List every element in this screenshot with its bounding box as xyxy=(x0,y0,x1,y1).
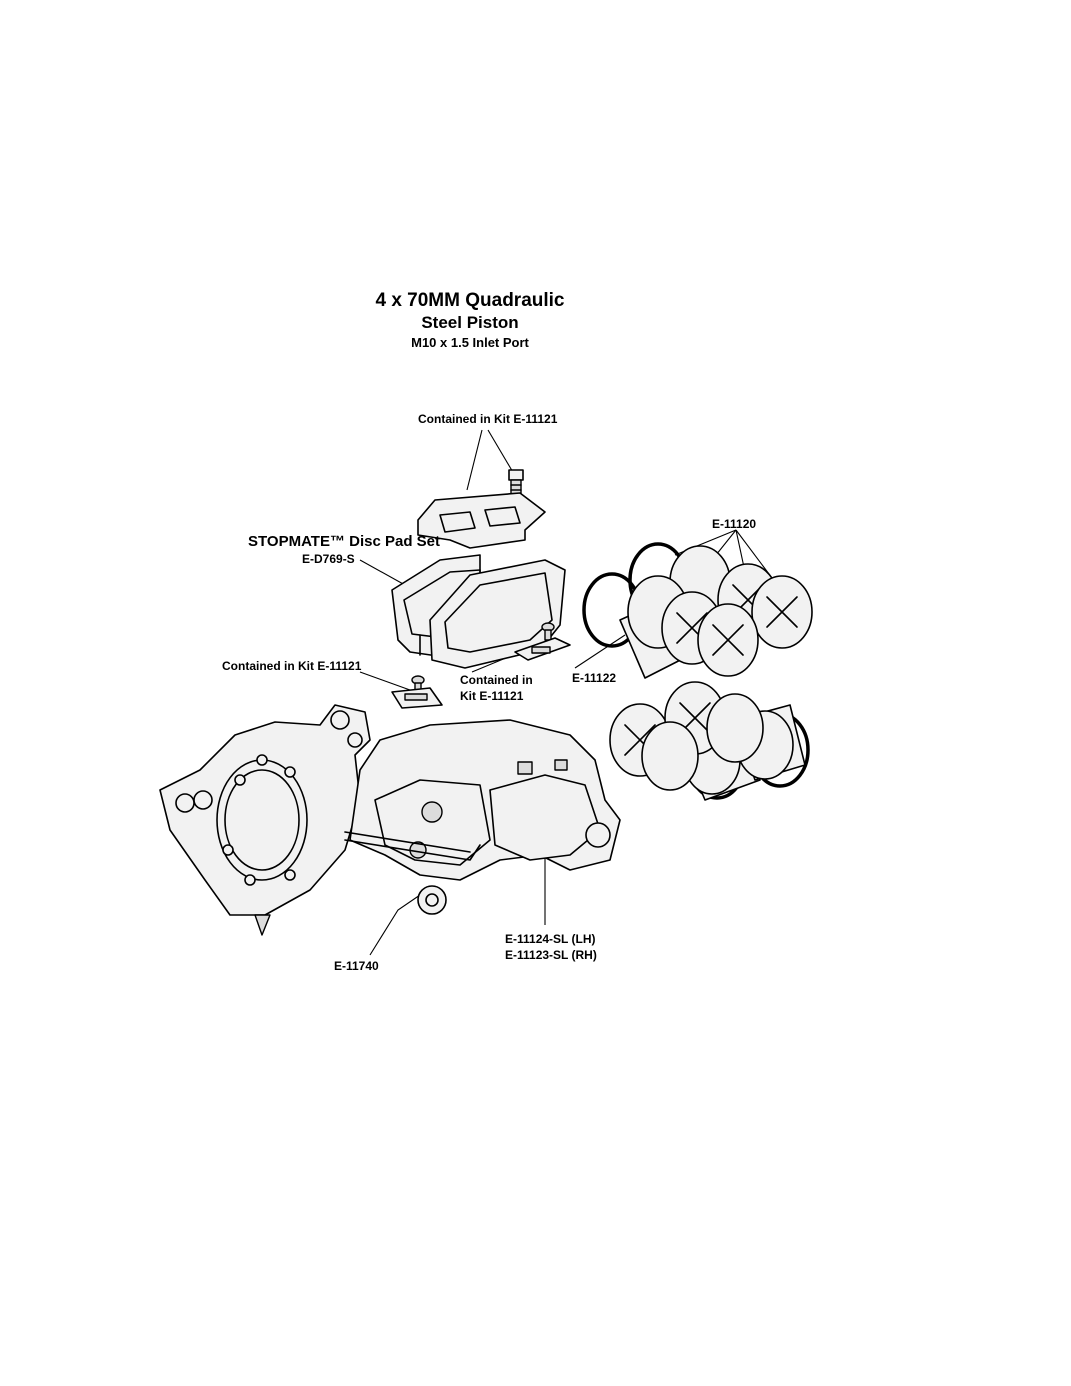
label-kit-top: Contained in Kit E-11121 xyxy=(418,412,558,426)
mounting-bracket xyxy=(159,704,371,936)
label-e11120: E-11120 xyxy=(712,517,757,531)
label-e11124-lh: E-11124-SL (LH) xyxy=(505,932,596,946)
caliper-body xyxy=(344,719,621,915)
disc-pad-set xyxy=(391,554,566,669)
label-pad-part: E-D769-S xyxy=(302,552,355,566)
label-kit-mid-line2: Kit E-11121 xyxy=(460,689,524,703)
pad-retaining-clip xyxy=(417,492,546,549)
label-kit-mid-line1: Contained in xyxy=(460,673,533,687)
label-e11122: E-11122 xyxy=(572,671,617,685)
piston-group-lower xyxy=(609,681,810,801)
diagram-subtitle: Steel Piston xyxy=(421,313,519,332)
label-kit-left: Contained in Kit E-11121 xyxy=(222,659,362,673)
inlet-port-spec: M10 x 1.5 Inlet Port xyxy=(411,335,529,350)
label-stopmate-pad-set: STOPMATE™ Disc Pad Set xyxy=(248,533,440,550)
label-e11123-rh: E-11123-SL (RH) xyxy=(505,948,597,962)
pad-pin-left xyxy=(391,675,443,709)
bleed-screw-top xyxy=(508,469,524,495)
pad-pin-right xyxy=(514,622,571,661)
label-e11740: E-11740 xyxy=(334,959,379,973)
piston-group-upper xyxy=(582,542,813,679)
diagram-title: 4 x 70MM Quadraulic xyxy=(375,290,565,311)
